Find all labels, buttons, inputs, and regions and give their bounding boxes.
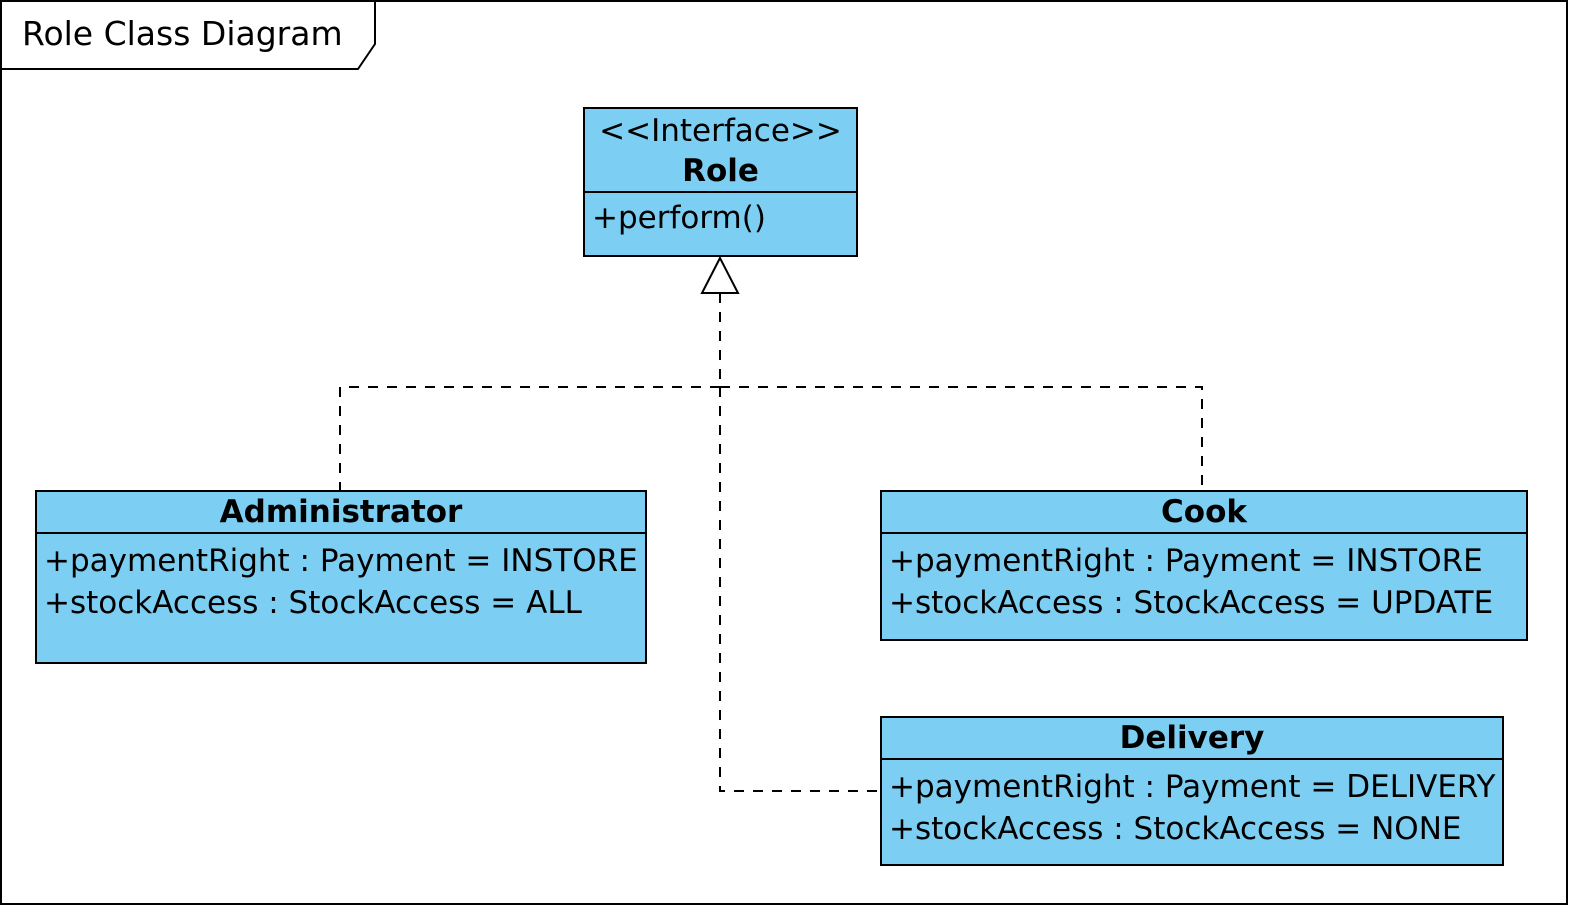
class-role-stereotype: <<Interface>> xyxy=(599,113,842,149)
class-cook-attribute: +stockAccess : StockAccess = UPDATE xyxy=(889,585,1494,621)
class-role-name: Role xyxy=(682,153,759,189)
class-administrator-attributes: +paymentRight : Payment = INSTORE +stock… xyxy=(37,534,645,624)
class-cook-header: Cook xyxy=(882,492,1526,534)
class-delivery-attribute: +paymentRight : Payment = DELIVERY xyxy=(889,769,1496,805)
connector-to-delivery xyxy=(719,387,881,792)
connector-to-cook xyxy=(720,386,1203,491)
class-delivery-name: Delivery xyxy=(1119,720,1265,756)
class-role-operations: +perform() xyxy=(585,193,856,239)
class-administrator-header: Administrator xyxy=(37,492,645,534)
realization-connectors xyxy=(339,293,1203,792)
class-role-operation: +perform() xyxy=(592,200,766,236)
class-administrator-attribute: +stockAccess : StockAccess = ALL xyxy=(44,585,582,621)
class-cook-name: Cook xyxy=(1161,494,1247,530)
class-cook-attribute: +paymentRight : Payment = INSTORE xyxy=(889,543,1483,579)
class-cook-attributes: +paymentRight : Payment = INSTORE +stock… xyxy=(882,534,1526,624)
frame-name-tab xyxy=(1,1,376,70)
realization-arrowhead xyxy=(700,255,740,294)
class-administrator[interactable]: Administrator +paymentRight : Payment = … xyxy=(35,490,647,664)
class-role[interactable]: <<Interface>> Role +perform() xyxy=(583,107,858,257)
diagram-title: Role Class Diagram xyxy=(22,14,343,53)
class-cook[interactable]: Cook +paymentRight : Payment = INSTORE +… xyxy=(880,490,1528,641)
class-role-header: <<Interface>> Role xyxy=(585,109,856,193)
class-delivery-attribute: +stockAccess : StockAccess = NONE xyxy=(889,811,1462,847)
class-delivery-header: Delivery xyxy=(882,718,1502,760)
class-delivery-attributes: +paymentRight : Payment = DELIVERY +stoc… xyxy=(882,760,1502,850)
class-administrator-attribute: +paymentRight : Payment = INSTORE xyxy=(44,543,638,579)
class-delivery[interactable]: Delivery +paymentRight : Payment = DELIV… xyxy=(880,716,1504,866)
connector-to-administrator xyxy=(339,386,720,491)
class-administrator-name: Administrator xyxy=(219,494,463,530)
